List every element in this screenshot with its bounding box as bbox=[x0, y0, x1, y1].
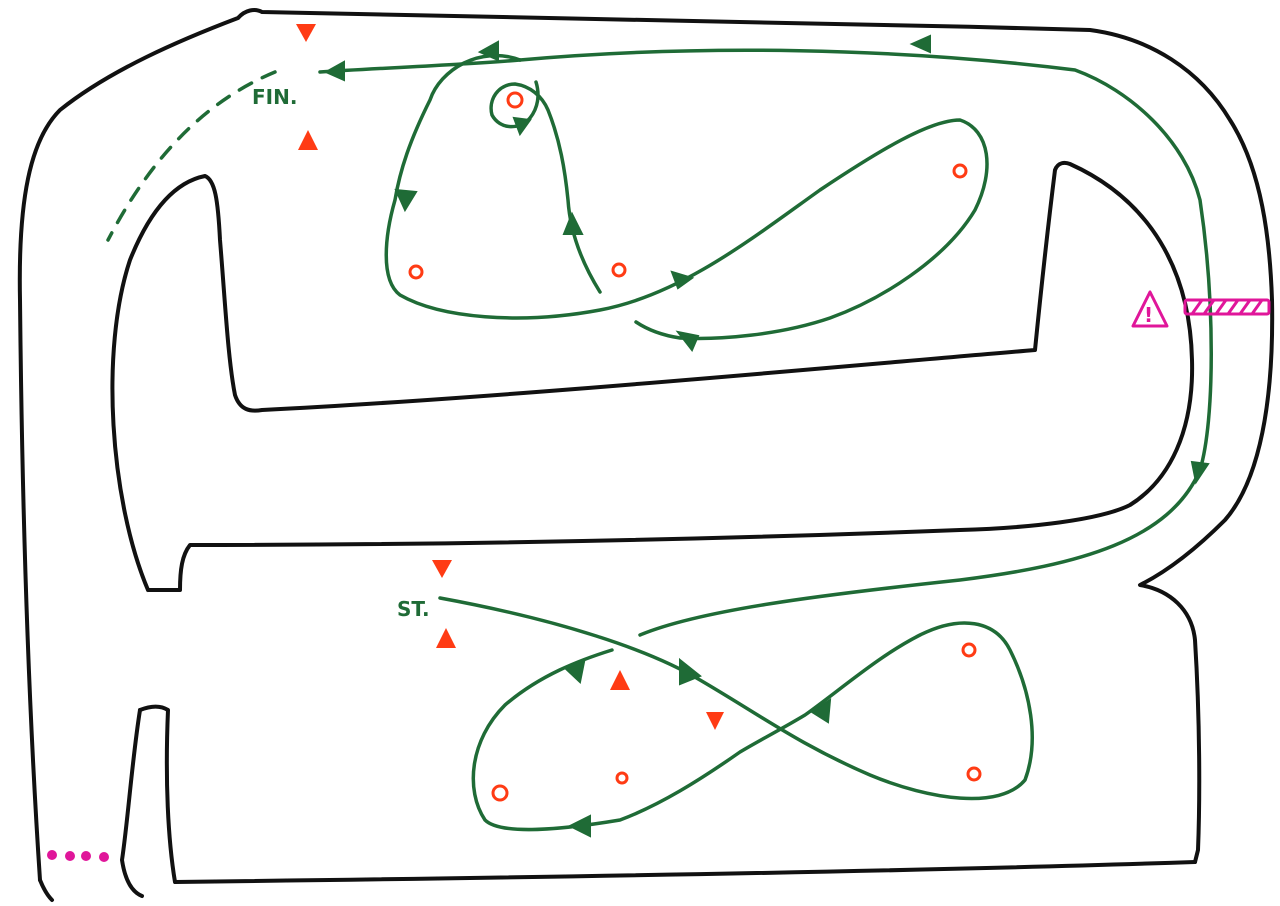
arrow-icon bbox=[323, 60, 345, 82]
route-finish-segment bbox=[318, 58, 522, 74]
inner-upper-wall bbox=[110, 160, 1195, 592]
arrow-icon bbox=[512, 116, 532, 137]
arrow-icon bbox=[563, 660, 586, 684]
cone-triangle-icon bbox=[706, 712, 724, 730]
arrow-icon bbox=[679, 657, 702, 686]
bottom-wall bbox=[138, 704, 1197, 884]
arrow-icon bbox=[909, 34, 931, 54]
ring-marker-icon bbox=[611, 262, 627, 278]
ring-marker-icon bbox=[408, 264, 424, 280]
ellipsis-dots-icon bbox=[47, 850, 109, 862]
cone-triangle-icon bbox=[610, 670, 630, 690]
ring-marker-icon bbox=[506, 91, 524, 109]
arrow-icon bbox=[1190, 460, 1210, 485]
warning-sign: ! bbox=[1131, 290, 1169, 328]
arrow-icon bbox=[562, 211, 584, 235]
ring-marker-icon bbox=[615, 771, 629, 785]
arrow-icon bbox=[477, 40, 499, 62]
cone-triangle-icon bbox=[436, 628, 456, 648]
markers bbox=[408, 91, 982, 802]
start-label: ST. bbox=[397, 597, 430, 621]
direction-arrows bbox=[323, 34, 1210, 838]
cones bbox=[296, 24, 724, 730]
left-stub-wall bbox=[120, 708, 144, 898]
arrow-icon bbox=[670, 270, 695, 290]
route bbox=[106, 48, 1213, 832]
arrow-icon bbox=[810, 698, 832, 724]
hatched-barrier-icon bbox=[1183, 298, 1271, 316]
ring-marker-icon bbox=[491, 784, 509, 802]
ring-marker-icon bbox=[961, 642, 977, 658]
route-spin-segment bbox=[489, 80, 602, 294]
cone-triangle-icon bbox=[298, 130, 318, 150]
warning-symbol: ! bbox=[1144, 303, 1153, 327]
route-transfer-segment bbox=[518, 48, 1213, 637]
ring-marker-icon bbox=[952, 163, 968, 179]
outer-wall bbox=[17, 8, 1275, 882]
arrow-icon bbox=[567, 814, 591, 838]
left-entry-wall bbox=[38, 878, 54, 902]
route-start-segment bbox=[438, 596, 1034, 832]
route-exit-dashed bbox=[106, 70, 277, 242]
route-upper-segment bbox=[384, 53, 989, 341]
cone-triangle-icon bbox=[296, 24, 316, 42]
ring-marker-icon bbox=[966, 766, 982, 782]
track-walls bbox=[17, 8, 1275, 902]
arrow-icon bbox=[394, 188, 418, 213]
cone-triangle-icon bbox=[432, 560, 452, 578]
finish-label: FIN. bbox=[252, 85, 297, 109]
warning-triangle-icon bbox=[1131, 290, 1169, 328]
arrow-icon bbox=[675, 330, 700, 352]
